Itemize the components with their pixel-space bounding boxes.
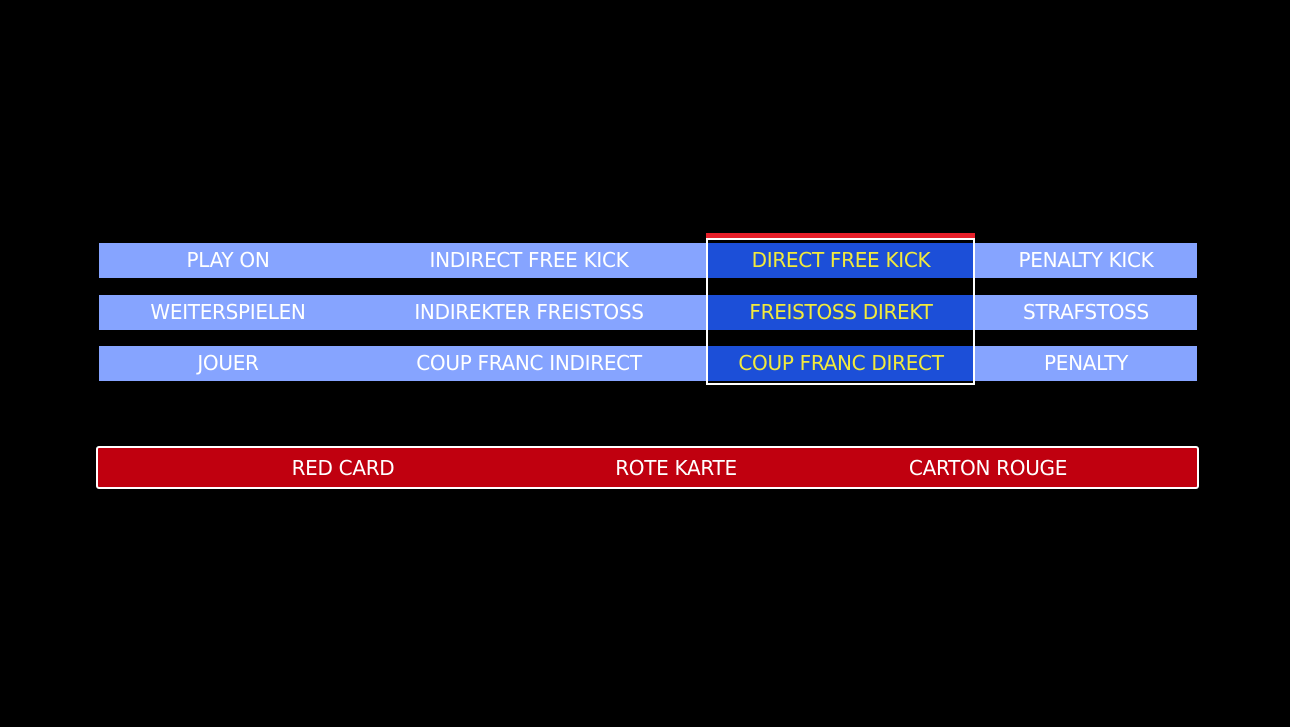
selection-highlight-frame — [706, 238, 975, 385]
option-direct-free-kick[interactable]: DIRECT FREE KICK — [708, 243, 974, 278]
option-play-on[interactable]: PLAY ON — [186, 248, 270, 272]
option-play-on-de[interactable]: WEITERSPIELEN — [150, 300, 306, 324]
red-card-label-de: ROTE KARTE — [615, 456, 737, 480]
red-card-label-fr: CARTON ROUGE — [908, 456, 1068, 480]
option-penalty-kick-fr[interactable]: PENALTY — [1043, 351, 1129, 375]
option-indirect-free-kick-fr[interactable]: COUP FRANC INDIRECT — [416, 351, 642, 375]
option-direct-free-kick-fr[interactable]: COUP FRANC DIRECT — [708, 346, 974, 381]
row-english: PLAY ON INDIRECT FREE KICK DIRECT FREE K… — [99, 243, 1197, 278]
option-penalty-kick-de[interactable]: STRAFSTOSS — [1023, 300, 1149, 324]
red-card-banner[interactable]: RED CARD ROTE KARTE CARTON ROUGE — [96, 446, 1199, 489]
option-indirect-free-kick-de[interactable]: INDIREKTER FREISTOSS — [414, 300, 644, 324]
row-german: WEITERSPIELEN INDIREKTER FREISTOSS FREIS… — [99, 295, 1197, 330]
option-play-on-fr[interactable]: JOUER — [197, 351, 259, 375]
option-direct-free-kick-de[interactable]: FREISTOSS DIREKT — [708, 295, 974, 330]
row-french: JOUER COUP FRANC INDIRECT COUP FRANC DIR… — [99, 346, 1197, 381]
option-penalty-kick[interactable]: PENALTY KICK — [1018, 248, 1154, 272]
red-card-label-en: RED CARD — [291, 456, 395, 480]
option-indirect-free-kick[interactable]: INDIRECT FREE KICK — [429, 248, 629, 272]
selection-indicator-bar — [706, 233, 975, 238]
